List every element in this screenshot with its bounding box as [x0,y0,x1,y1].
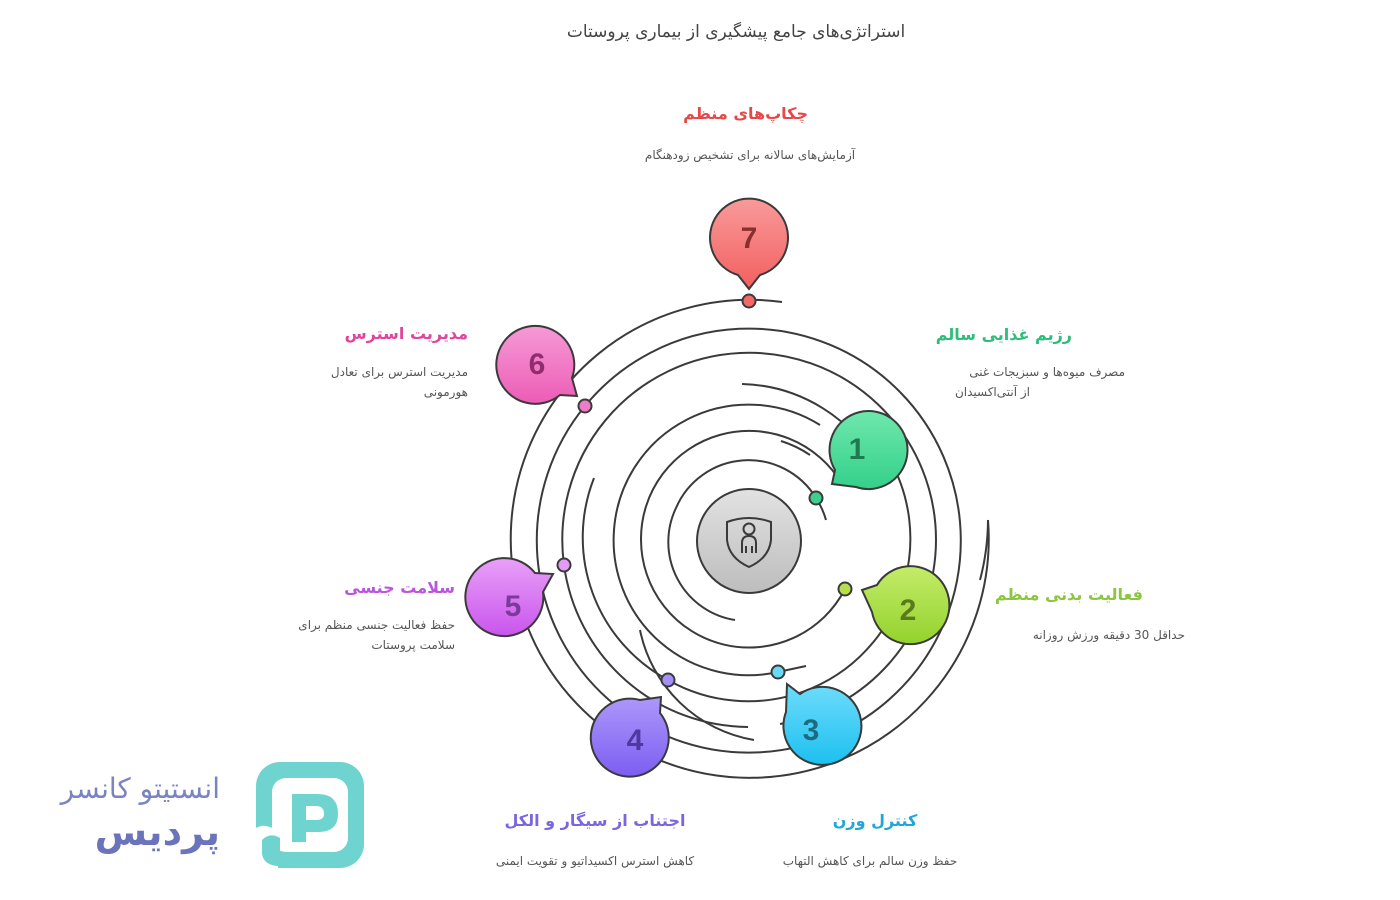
balloon-numbers: 1 2 3 4 5 6 7 [505,222,917,757]
shield-person-icon [726,517,772,569]
balloon-1 [828,410,909,490]
orbit-arc-6 [535,391,962,754]
number-7: 7 [741,222,758,255]
balloons [464,197,951,778]
orbit-arc-7 [509,298,990,779]
number-4: 4 [627,724,644,757]
logo: انستیتو کانسر پردیس [40,758,380,878]
dot-2 [837,581,853,597]
logo-text-pardis: پردیس [94,810,220,854]
logo-text-institute: انستیتو کانسر [60,772,220,805]
number-2: 2 [900,594,917,627]
dot-6 [577,398,593,414]
number-1: 1 [849,433,866,466]
number-3: 3 [803,714,820,747]
item-5-title: سلامت جنسی [344,578,455,597]
item-3-desc: حفظ وزن سالم برای کاهش التهاب [782,854,958,868]
dot-7 [741,293,757,309]
orbit-dots [556,293,853,688]
item-4-desc: کاهش استرس اکسیداتیو و تقویت ایمنی [495,854,695,868]
item-1-desc-line1: مصرف میوه‌ها و سبزیجات غنی [969,365,1125,379]
item-3-title: کنترل وزن [832,811,918,830]
balloon-5 [464,557,555,638]
balloon-2 [860,565,951,646]
dot-1 [808,490,824,506]
dot-3 [770,664,786,680]
item-6-title: مدیریت استرس [344,324,468,343]
item-5-desc-line2: سلامت پروستات [371,638,455,652]
balloon-3 [782,682,863,766]
orbit-arcs [509,298,990,779]
dot-5 [556,557,572,573]
item-1-desc-line2: از آنتی‌اکسیدان [954,385,1030,399]
item-7-desc: آزمایش‌های سالانه برای تشخیص زودهنگام [644,148,856,162]
number-6: 6 [529,348,546,381]
balloon-7 [709,197,789,291]
item-2-title: فعالیت بدنی منظم [994,585,1143,604]
item-4-title: اجتناب از سیگار و الکل [504,811,686,830]
dot-4 [660,672,676,688]
number-5: 5 [505,590,522,623]
item-5-desc-line1: حفظ فعالیت جنسی منظم برای [298,618,455,632]
balloon-4 [589,695,670,778]
center-node [696,488,802,594]
item-6-desc-line2: هورمونی [423,385,468,399]
item-7-title: چکاپ‌های منظم [683,104,808,123]
item-2-desc: حداقل 30 دقیقه ورزش روزانه [1032,628,1185,642]
balloon-6 [495,324,579,405]
diagram-title: استراتژی‌های جامع پیشگیری از بیماری پروس… [566,22,906,42]
logo-mark-icon [256,762,364,868]
item-6-desc-line1: مدیریت استرس برای تعادل [330,365,468,379]
item-1-title: رژیم غذایی سالم [935,325,1072,344]
